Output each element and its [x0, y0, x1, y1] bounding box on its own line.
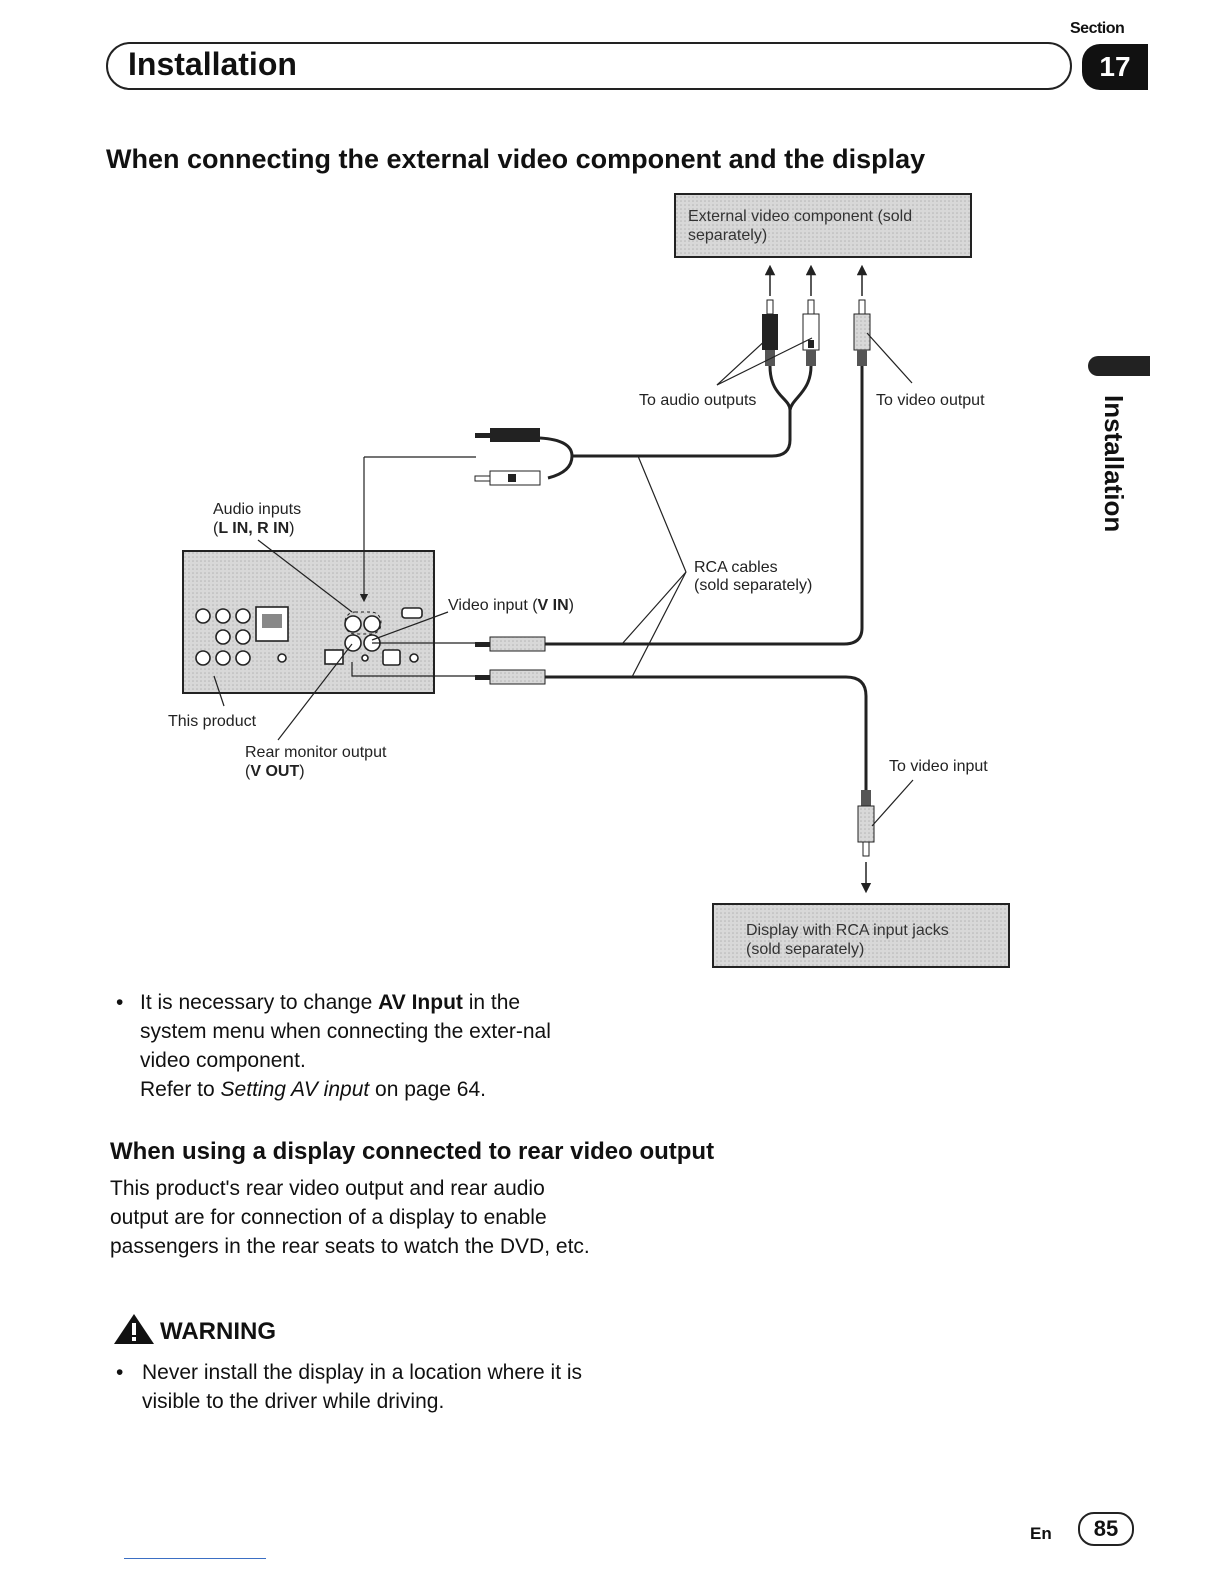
refer-prefix: Refer to — [140, 1078, 221, 1101]
audio-inputs-sublabel: (L IN, R IN) — [213, 520, 294, 537]
refer-link-setting-av-input: Setting AV input — [220, 1078, 370, 1101]
warning-title: WARNING — [160, 1318, 276, 1345]
note-text-1: It is necessary to change — [140, 991, 379, 1014]
up-arrows — [764, 264, 868, 296]
video-plug-bottom — [857, 790, 875, 894]
page-title: Installation — [128, 46, 297, 82]
audio-plug-right — [802, 299, 820, 366]
rear-monitor-output-sublabel: (V OUT) — [245, 763, 305, 780]
warning-header: WARNING — [112, 1312, 276, 1346]
audio-plug-left — [762, 299, 778, 366]
bullet-dot: • — [116, 991, 124, 1014]
cables — [539, 365, 868, 790]
rca-plug-video-in — [475, 636, 546, 652]
heading-external-video: When connecting the external video compo… — [106, 144, 926, 174]
to-video-output-label: To video output — [876, 392, 985, 409]
refer-suffix: on page 64. — [369, 1078, 486, 1101]
section-number-badge: 17 — [1082, 44, 1148, 90]
heading-rear-video-output: When using a display connected to rear v… — [110, 1138, 715, 1165]
display-box-line1: Display with RCA input jacks — [746, 922, 949, 939]
rear-monitor-output-label: Rear monitor output — [245, 744, 387, 761]
av-input-note: • It is necessary to change AV Input in … — [116, 988, 586, 1104]
connection-diagram: External video component (sold separatel… — [168, 193, 1010, 968]
external-box-line2: separately) — [688, 227, 767, 244]
this-product-label: This product — [168, 713, 257, 730]
note-text-2: in the system menu when connecting the e… — [140, 991, 551, 1072]
warning-item: • Never install the display in a locatio… — [116, 1358, 596, 1416]
bullet-dot: • — [116, 1361, 124, 1384]
to-audio-outputs-label: To audio outputs — [639, 392, 756, 409]
leader-lines — [213, 332, 914, 827]
rca-cables-label: RCA cables — [694, 559, 778, 576]
note-bold-av-input: AV Input — [378, 991, 463, 1014]
header-frame — [106, 42, 1072, 90]
section-label: Section — [1070, 20, 1125, 37]
external-box-line1: External video component (sold — [688, 208, 912, 225]
external-video-box: External video component (sold separatel… — [674, 193, 972, 258]
video-plug-top — [853, 299, 871, 366]
footer-language: En — [1030, 1524, 1052, 1543]
to-video-input-label: To video input — [889, 758, 988, 775]
footer-divider — [124, 1558, 266, 1559]
audio-inputs-label: Audio inputs — [213, 501, 301, 518]
warning-text: Never install the display in a location … — [142, 1361, 583, 1413]
rca-cables-sublabel: (sold separately) — [694, 577, 812, 594]
side-tab-marker — [1088, 356, 1150, 376]
warning-triangle-icon — [114, 1314, 154, 1344]
display-box: Display with RCA input jacks (sold separ… — [712, 903, 1010, 968]
rca-plug-video-out — [475, 669, 546, 685]
display-box-line2: (sold separately) — [746, 941, 864, 958]
rca-plug-pair-top — [474, 428, 541, 486]
side-tab-label: Installation — [1099, 395, 1129, 533]
video-input-label: Video input (V IN) — [448, 597, 574, 614]
page-number: 85 — [1078, 1512, 1134, 1546]
product-unit — [182, 550, 475, 694]
rear-output-paragraph: This product's rear video output and rea… — [110, 1177, 590, 1258]
